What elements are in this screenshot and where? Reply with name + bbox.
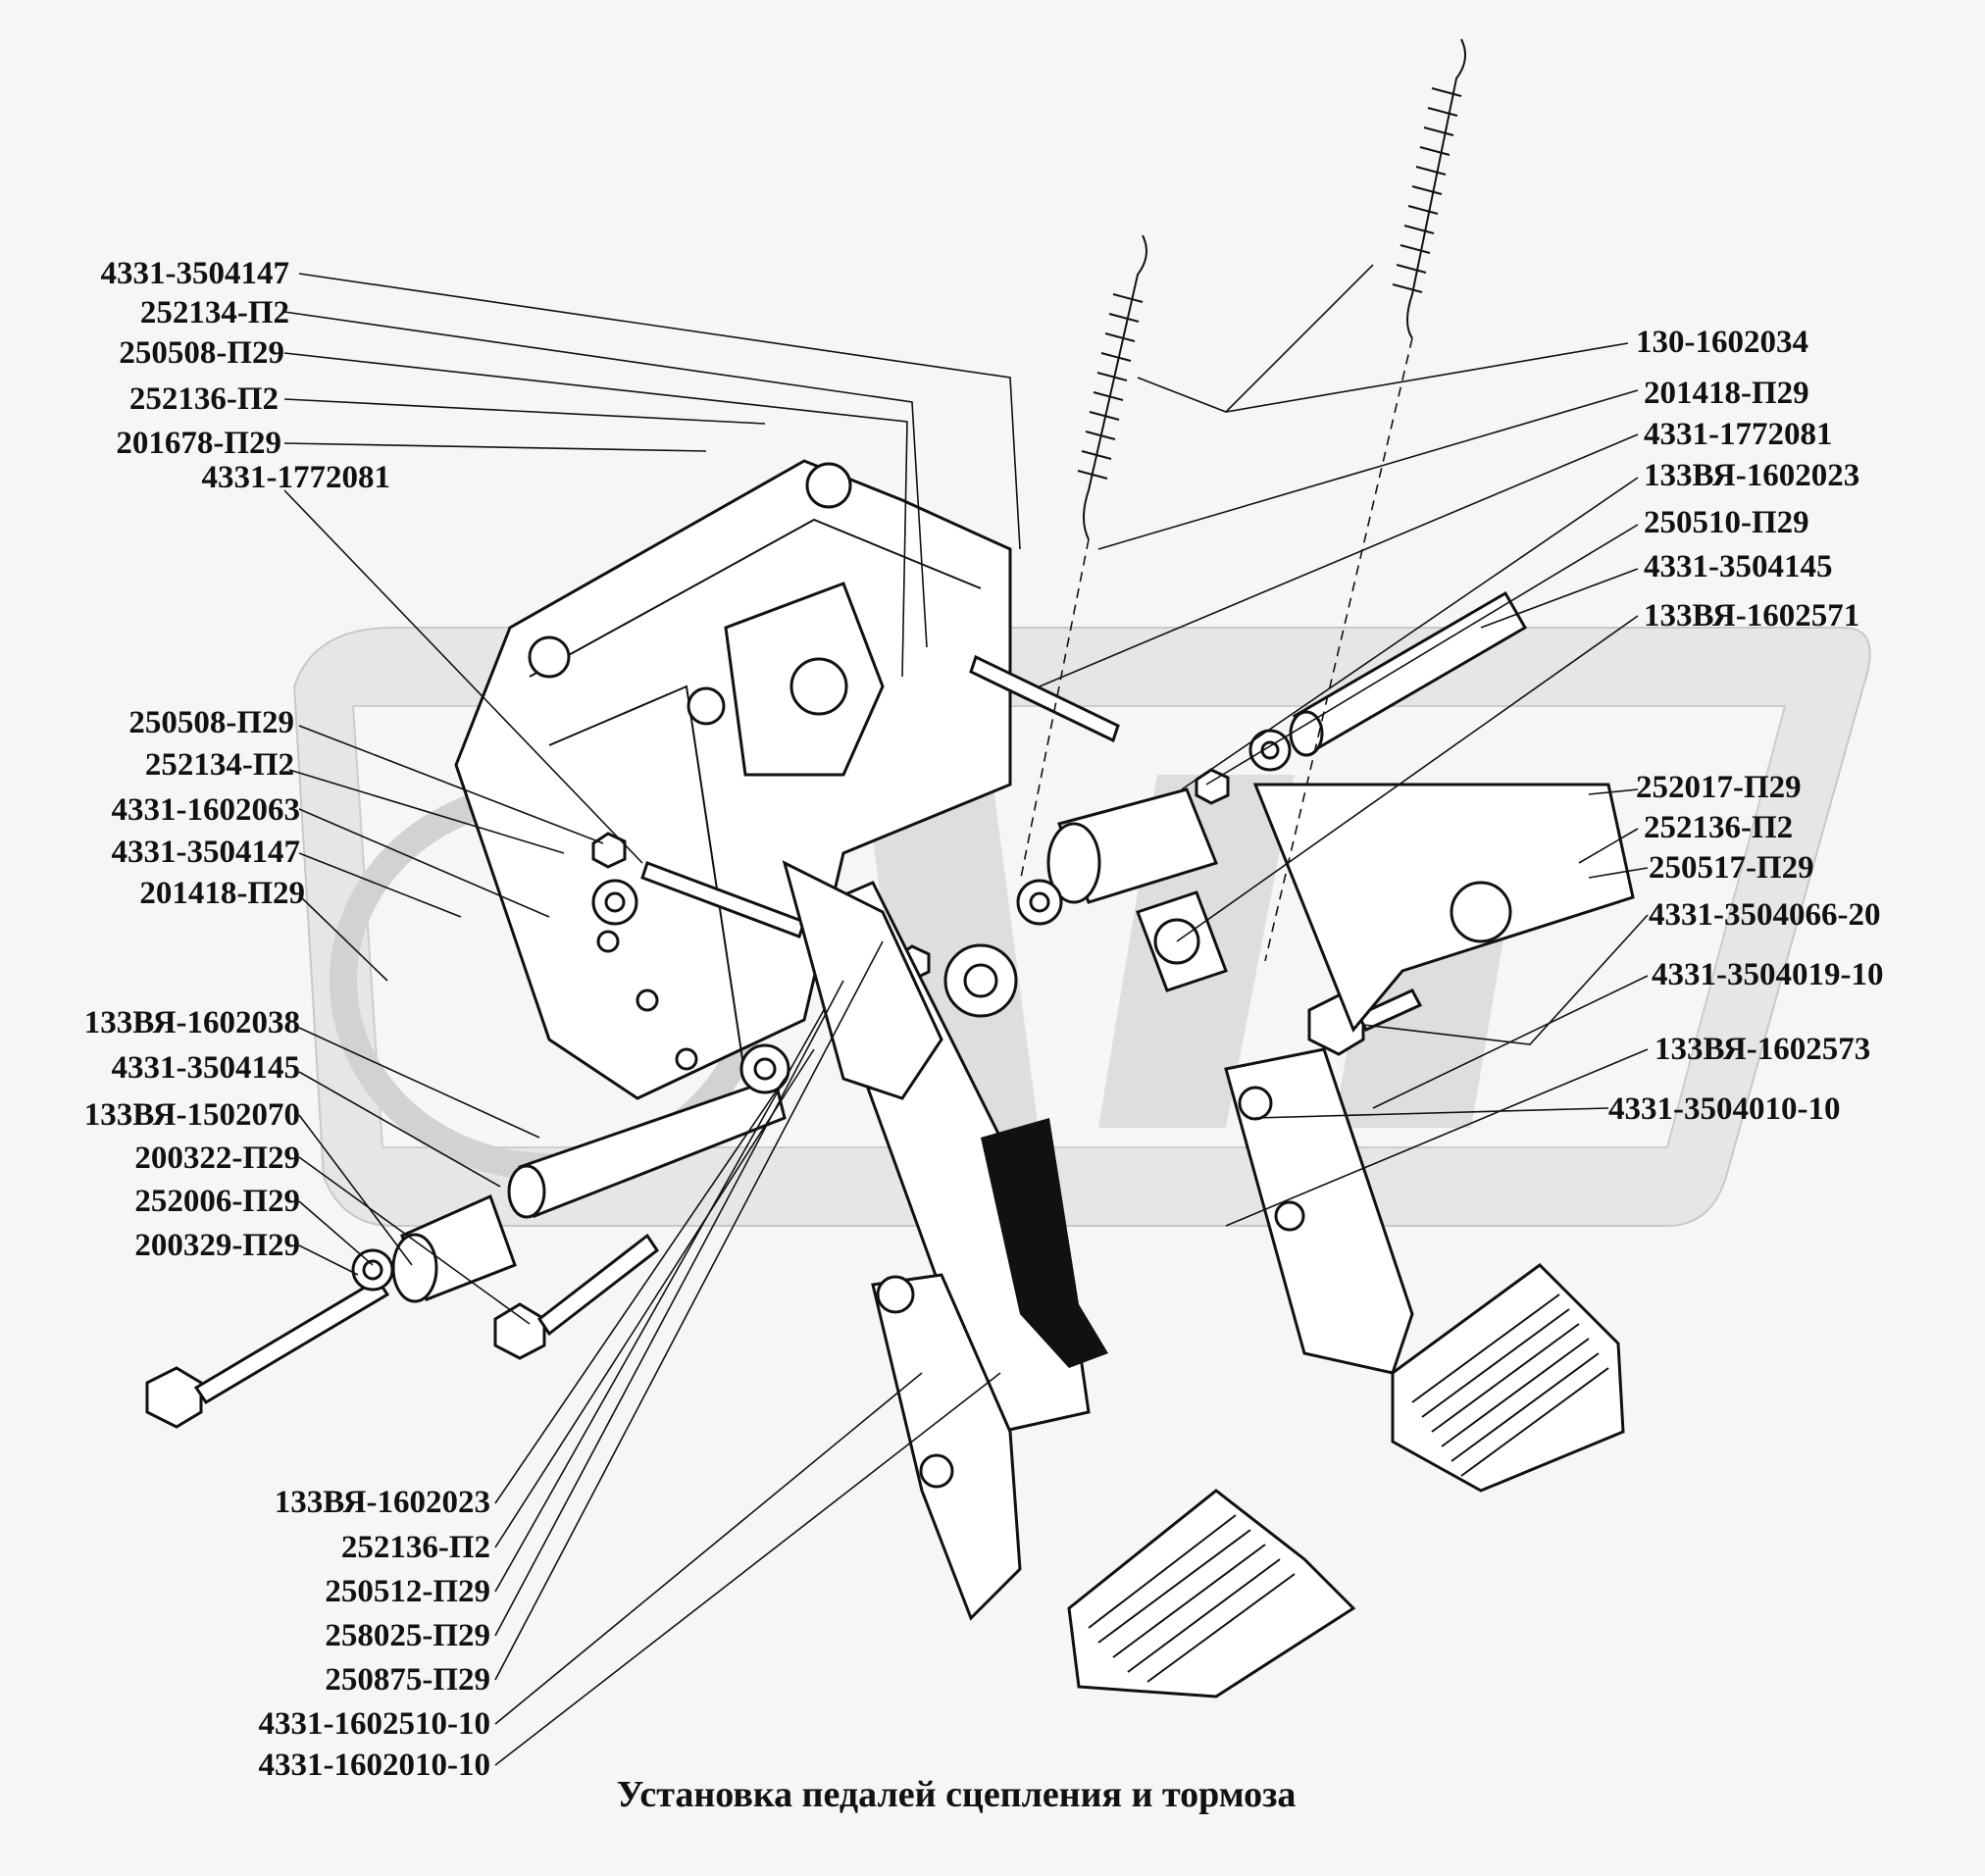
pedal-pad-icon (1067, 1489, 1356, 1699)
part-label: 252017-П29 (1636, 770, 1802, 805)
part-label: 250508-П29 (128, 705, 294, 740)
coil-spring-icon (1392, 38, 1466, 339)
part-label: 4331-1602510-10 (258, 1706, 490, 1742)
part-label: 250512-П29 (325, 1574, 490, 1609)
part-label: 200329-П29 (134, 1228, 300, 1263)
part-label: 4331-1602010-10 (258, 1748, 490, 1783)
assembly-lines (1019, 337, 1413, 962)
figure-caption: Установка педалей сцепления и тормоза (616, 1774, 1297, 1815)
part-label: 4331-3504145 (1644, 549, 1833, 584)
part-label: 133ВЯ-1602023 (1644, 458, 1860, 493)
leader-lines (283, 264, 1649, 1766)
part-label: 133ВЯ-1502070 (83, 1097, 300, 1133)
part-label: 4331-1772081 (201, 460, 391, 495)
coil-spring-icon (1077, 234, 1147, 540)
part-label: 252136-П2 (1644, 810, 1794, 845)
part-label: 4331-1772081 (1644, 417, 1833, 452)
part-label: 250875-П29 (325, 1662, 490, 1698)
brake-pedal (1224, 783, 1635, 1375)
part-label: 201418-П29 (139, 876, 305, 911)
part-label: 201678-П29 (116, 426, 281, 461)
part-label: 201418-П29 (1644, 376, 1809, 411)
part-label: 252136-П2 (128, 381, 279, 417)
part-label: 4331-3504066-20 (1649, 897, 1881, 933)
part-label: 252134-П2 (144, 747, 294, 783)
part-label: 258025-П29 (325, 1618, 490, 1653)
part-label: 133ВЯ-1602571 (1644, 598, 1860, 634)
part-label: 4331-3504147 (111, 835, 301, 870)
shaft (391, 590, 1528, 1303)
part-label: 250517-П29 (1649, 850, 1814, 886)
part-label: 250508-П29 (119, 335, 284, 371)
pedal-pad-icon (1391, 1263, 1625, 1493)
bolt-icon (493, 1233, 660, 1360)
part-label: 200322-П29 (134, 1141, 300, 1176)
part-label: 133ВЯ-1602038 (83, 1005, 300, 1040)
part-label: 130-1602034 (1636, 325, 1808, 360)
part-label: 250510-П29 (1644, 505, 1809, 540)
part-label: 4331-3504010-10 (1608, 1091, 1841, 1127)
part-label: 4331-3504019-10 (1652, 957, 1884, 992)
part-label: 4331-1602063 (111, 792, 301, 828)
part-label: 133ВЯ-1602023 (274, 1485, 490, 1520)
bolt-icon (640, 654, 1120, 938)
part-label: 252006-П29 (134, 1184, 300, 1219)
mounting-bracket (454, 459, 1012, 1100)
part-label: 4331-3504147 (100, 256, 290, 291)
part-label: 252136-П2 (340, 1530, 490, 1565)
part-label: 133ВЯ-1602573 (1654, 1032, 1871, 1067)
bolt-icon (145, 1277, 390, 1429)
part-label: 252134-П2 (139, 295, 289, 330)
part-label: 4331-3504145 (111, 1050, 301, 1086)
pivot-assembly (782, 860, 1228, 1100)
